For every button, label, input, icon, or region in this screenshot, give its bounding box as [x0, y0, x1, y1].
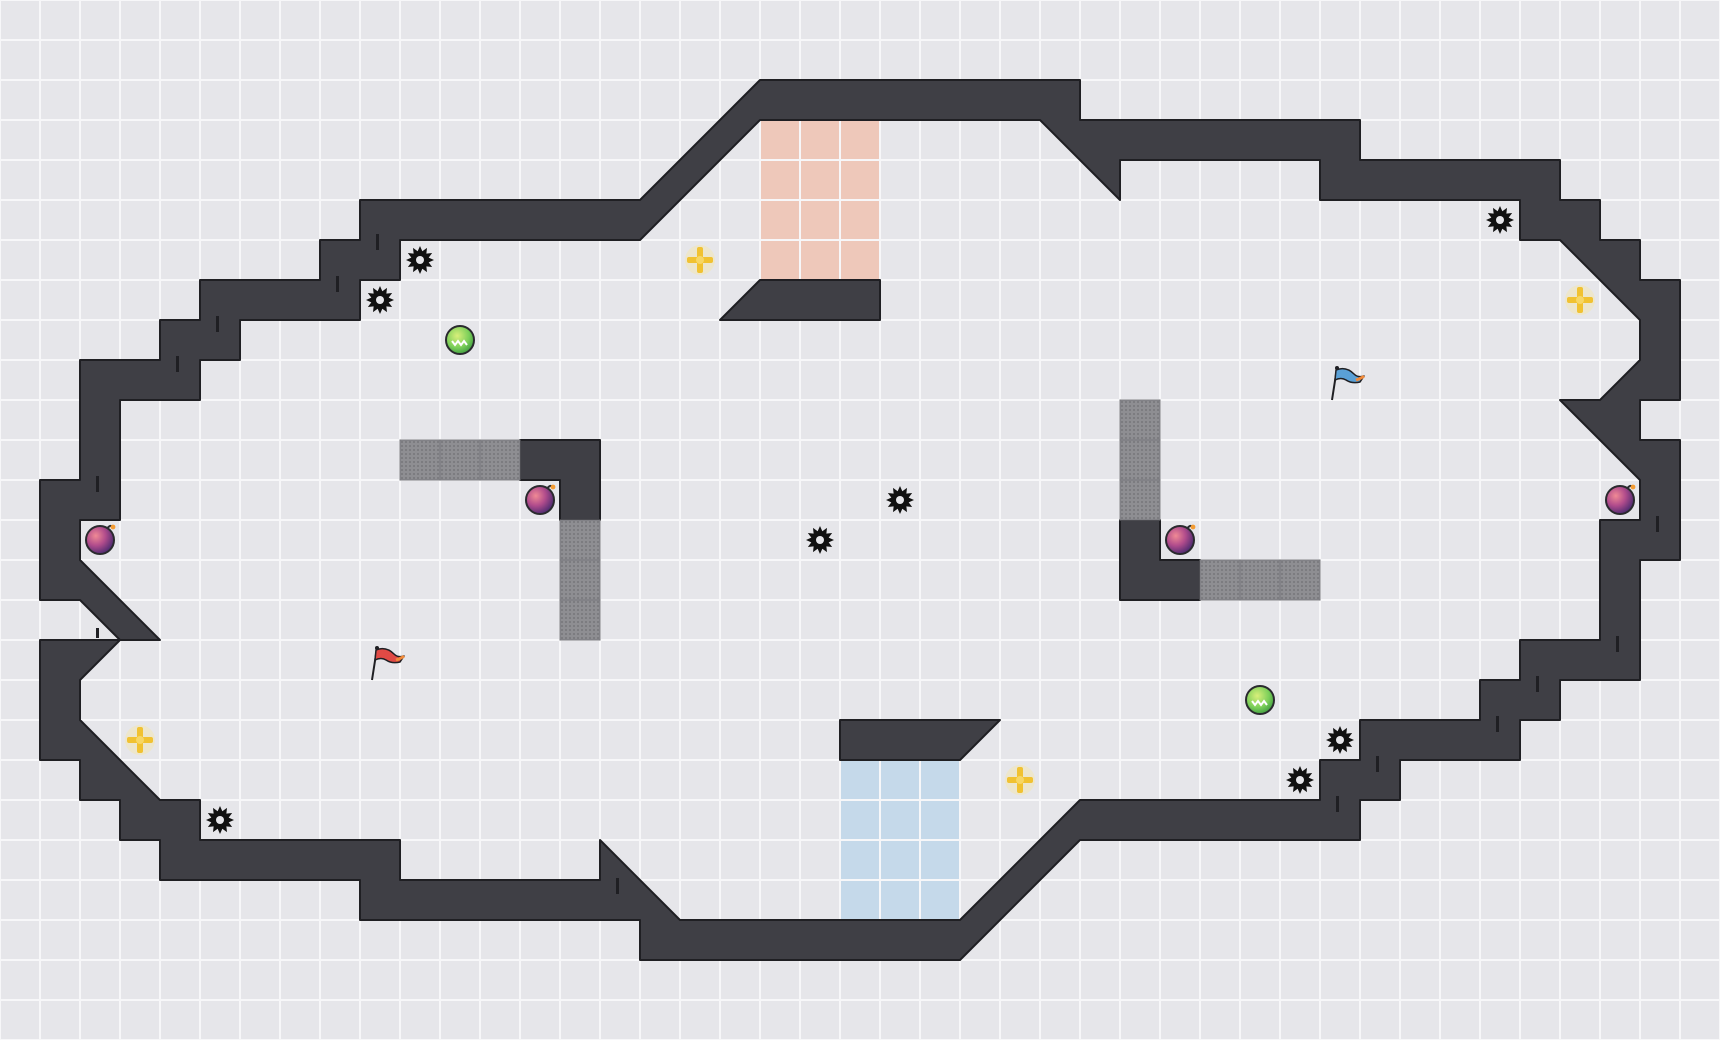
gate-tile — [559, 519, 601, 561]
gate-tile — [1119, 479, 1161, 521]
item-layer[interactable] — [85, 206, 1636, 834]
blue-endzone — [841, 761, 959, 919]
bomb-icon — [1165, 524, 1196, 555]
spike-icon — [206, 806, 234, 834]
spike-icon — [1486, 206, 1514, 234]
boost-icon — [1565, 285, 1595, 315]
spike-icon — [806, 526, 834, 554]
gate-layer — [399, 399, 1321, 641]
spike-icon — [1326, 726, 1354, 754]
gate-tile — [479, 439, 521, 481]
red-endzone — [761, 121, 879, 279]
wall-ticks — [96, 234, 1659, 894]
walls — [39, 79, 1681, 961]
gate-tile — [399, 439, 441, 481]
bomb-icon — [525, 484, 556, 515]
spike-icon — [1286, 766, 1314, 794]
blue-base-shelf — [839, 719, 1001, 761]
endzone-layer — [761, 121, 959, 919]
gate-tile — [559, 599, 601, 641]
powerup-icon — [445, 325, 475, 355]
gate-tile — [1119, 439, 1161, 481]
spike-icon — [886, 486, 914, 514]
bomb-icon — [1605, 484, 1636, 515]
powerup-icon — [1245, 685, 1275, 715]
gate-tile — [1279, 559, 1321, 601]
red-flag-icon — [371, 646, 406, 681]
outer-wall — [39, 79, 1681, 961]
gate-tile — [1239, 559, 1281, 601]
boost-icon — [685, 245, 715, 275]
boost-icon — [125, 725, 155, 755]
gate-tile — [1119, 399, 1161, 441]
spike-icon — [366, 286, 394, 314]
gate-tile — [439, 439, 481, 481]
bomb-icon — [85, 524, 116, 555]
spike-icon — [406, 246, 434, 274]
gate-tile — [559, 559, 601, 601]
blue-flag-icon — [1331, 366, 1366, 401]
boost-icon — [1005, 765, 1035, 795]
red-base-shelf — [719, 279, 881, 321]
gate-tile — [1199, 559, 1241, 601]
